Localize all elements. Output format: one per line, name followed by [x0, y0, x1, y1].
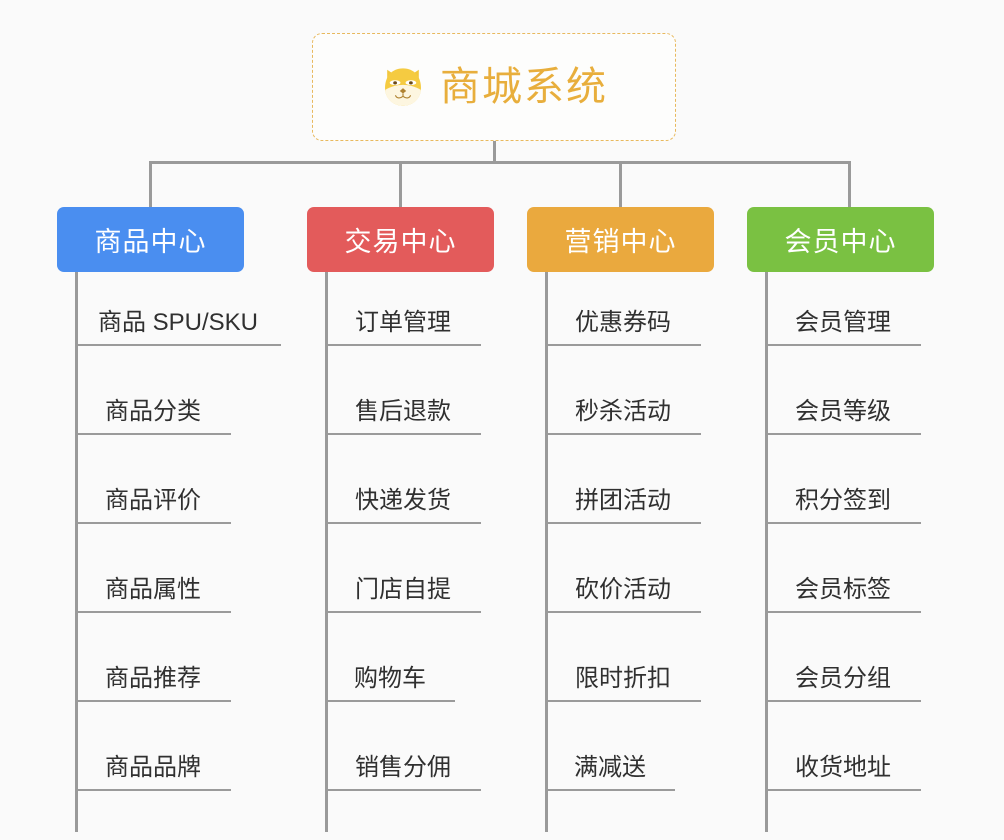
leaf-label: 商品品牌: [105, 754, 201, 782]
leaf-label: 会员分组: [795, 665, 891, 693]
leaf-item[interactable]: 收货地址: [765, 737, 921, 791]
leaf-item[interactable]: 砍价活动: [545, 559, 701, 613]
branch-spine-marketing-center: [545, 272, 548, 832]
leaf-label: 售后退款: [355, 398, 451, 426]
leaf-label: 商品推荐: [105, 665, 201, 693]
leaf-label: 砍价活动: [575, 576, 671, 604]
leaf-label: 会员等级: [795, 398, 891, 426]
leaf-item[interactable]: 商品分类: [75, 381, 231, 435]
leaf-item[interactable]: 商品推荐: [75, 648, 231, 702]
leaf-label: 拼团活动: [575, 487, 671, 515]
leaf-label: 门店自提: [355, 576, 451, 604]
branch-spine-trade-center: [325, 272, 328, 832]
leaf-item[interactable]: 订单管理: [325, 292, 481, 346]
connector-drop-trade-center: [399, 161, 402, 208]
leaf-label: 收货地址: [795, 754, 891, 782]
leaf-item[interactable]: 满减送: [545, 737, 675, 791]
leaf-item[interactable]: 购物车: [325, 648, 455, 702]
leaf-item[interactable]: 会员管理: [765, 292, 921, 346]
leaf-item[interactable]: 拼团活动: [545, 470, 701, 524]
leaf-label: 销售分佣: [355, 754, 451, 782]
connector-bus: [150, 161, 850, 164]
leaf-item[interactable]: 商品评价: [75, 470, 231, 524]
leaf-item[interactable]: 快递发货: [325, 470, 481, 524]
leaf-item[interactable]: 售后退款: [325, 381, 481, 435]
leaf-item[interactable]: 秒杀活动: [545, 381, 701, 435]
leaf-label: 限时折扣: [575, 665, 671, 693]
leaf-label: 订单管理: [355, 309, 451, 337]
branch-header-label: 营销中心: [564, 227, 677, 257]
leaf-item[interactable]: 商品品牌: [75, 737, 231, 791]
branch-header-label: 商品中心: [94, 227, 207, 257]
leaf-item[interactable]: 会员分组: [765, 648, 921, 702]
branch-header-product-center[interactable]: 商品中心: [57, 207, 244, 272]
branch-header-member-center[interactable]: 会员中心: [747, 207, 934, 272]
shiba-dog-face-icon: [385, 68, 421, 106]
root-title: 商城系统: [440, 65, 608, 109]
leaf-label: 商品分类: [105, 398, 201, 426]
branch-header-trade-center[interactable]: 交易中心: [307, 207, 494, 272]
branch-header-marketing-center[interactable]: 营销中心: [527, 207, 714, 272]
leaf-item[interactable]: 会员标签: [765, 559, 921, 613]
leaf-item[interactable]: 限时折扣: [545, 648, 701, 702]
connector-drop-product-center: [149, 161, 152, 208]
leaf-label: 积分签到: [795, 487, 891, 515]
branch-spine-member-center: [765, 272, 768, 832]
leaf-item[interactable]: 商品属性: [75, 559, 231, 613]
leaf-item[interactable]: 门店自提: [325, 559, 481, 613]
leaf-label: 优惠券码: [575, 309, 671, 337]
connector-drop-marketing-center: [619, 161, 622, 208]
leaf-label: 购物车: [354, 665, 426, 693]
branch-header-label: 会员中心: [784, 227, 897, 257]
root-node[interactable]: 商城系统: [312, 33, 676, 141]
leaf-label: 秒杀活动: [575, 398, 671, 426]
leaf-item[interactable]: 积分签到: [765, 470, 921, 524]
leaf-label: 会员管理: [795, 309, 891, 337]
leaf-item[interactable]: 商品 SPU/SKU: [75, 292, 281, 346]
leaf-item[interactable]: 优惠券码: [545, 292, 701, 346]
leaf-label: 商品 SPU/SKU: [97, 309, 259, 337]
leaf-item[interactable]: 会员等级: [765, 381, 921, 435]
connector-root-stem: [493, 141, 496, 163]
leaf-label: 满减送: [574, 754, 646, 782]
leaf-label: 商品评价: [105, 487, 201, 515]
branch-header-label: 交易中心: [344, 227, 457, 257]
leaf-item[interactable]: 销售分佣: [325, 737, 481, 791]
leaf-label: 商品属性: [105, 576, 201, 604]
leaf-label: 会员标签: [795, 576, 891, 604]
branch-spine-product-center: [75, 272, 78, 832]
connector-drop-member-center: [848, 161, 851, 208]
leaf-label: 快递发货: [355, 487, 451, 515]
